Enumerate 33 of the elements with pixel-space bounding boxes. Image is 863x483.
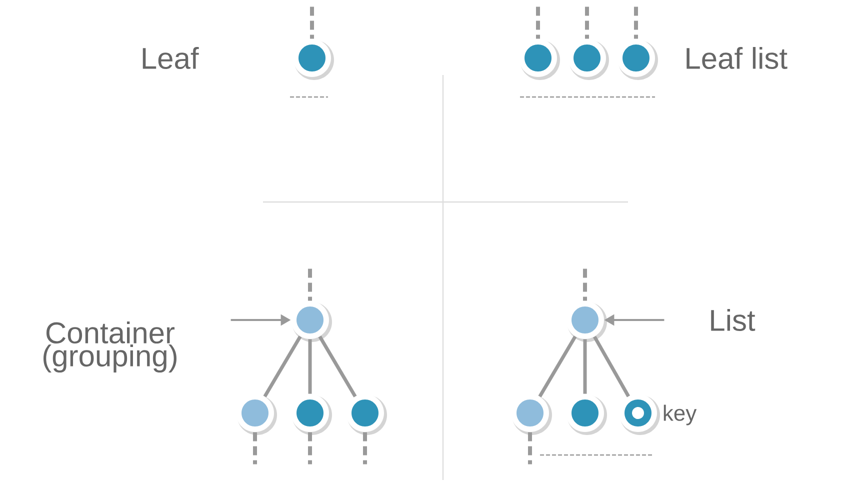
dashed-stub [253,432,257,464]
dashed-stub [363,432,367,464]
connector-line [583,339,587,394]
circle-node [291,301,332,342]
connector-line [593,336,630,398]
connector-line [538,336,577,398]
dashed-stub [310,6,314,39]
dashed-stub [634,6,638,39]
dashed-stub [583,268,587,301]
node-text: List [711,309,756,332]
circle-node [619,394,660,435]
circle-node [566,301,607,342]
circle-node [566,394,607,435]
key-label: key [664,404,697,426]
circle-node [519,39,560,80]
circle-node [617,39,658,80]
node-text: Container (grouping) [44,322,176,372]
circle-node [568,39,609,80]
dashed-stub [308,268,312,301]
connector-line [308,339,312,394]
circle-node [511,394,552,435]
connector-line [263,336,302,398]
circle-node [346,394,387,435]
circle-node [293,39,334,80]
circle-node [236,394,277,435]
connector-line [318,336,357,398]
title-label: Leaf [142,47,199,69]
circle-node [291,394,332,435]
dashed-stub [536,6,540,39]
dashed-stub [528,432,532,464]
title-label: Leaf list [686,47,788,70]
dashed-stub [308,432,312,464]
dashed-stub [585,6,589,39]
